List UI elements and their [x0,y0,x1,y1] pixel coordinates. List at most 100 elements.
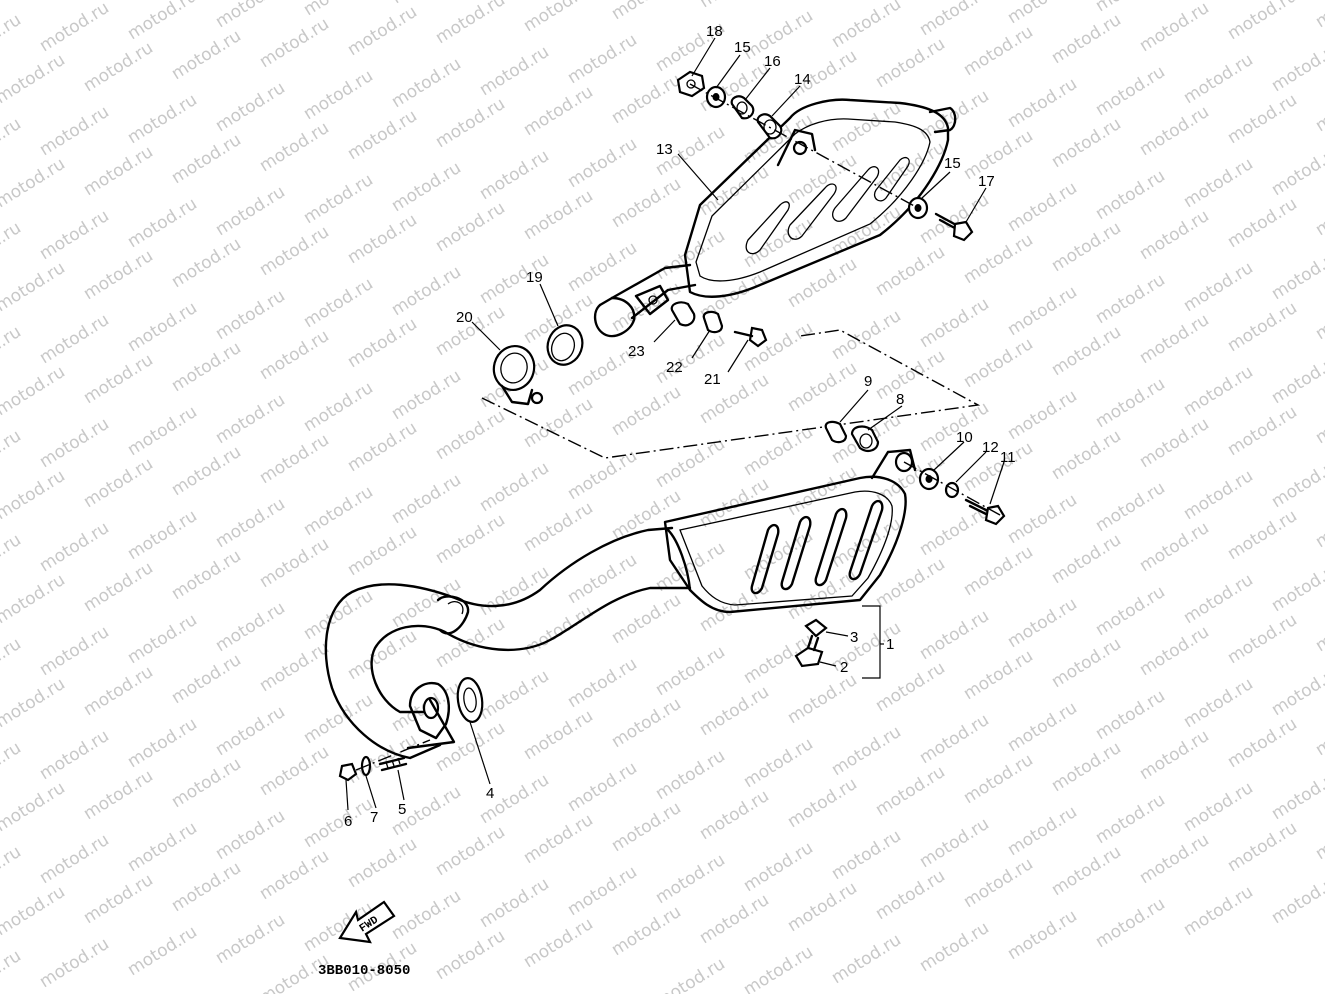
watermark-text: motod.ru [1268,766,1325,824]
watermark-text: motod.ru [1180,466,1257,524]
watermark-text: motod.ru [916,0,993,40]
watermark-text: motod.ru [1224,298,1301,356]
watermark-text: motod.ru [476,458,553,516]
watermark-text: motod.ru [828,98,905,156]
watermark-text: motod.ru [300,690,377,748]
watermark-text: motod.ru [0,738,25,796]
watermark-text: motod.ru [124,0,201,44]
watermark-text: motod.ru [520,186,597,244]
watermark-text: motod.ru [872,554,949,612]
watermark-text: motod.ru [124,922,201,980]
watermark-text: motod.ru [608,70,685,128]
watermark-text: motod.ru [740,734,817,792]
watermark-text: motod.ru [960,750,1037,808]
watermark-text: motod.ru [36,206,113,264]
watermark-text: motod.ru [1268,246,1325,304]
watermark-text: motod.ru [1048,10,1125,68]
watermark-text: motod.ru [256,638,333,696]
watermark-text: motod.ru [476,666,553,724]
watermark-text: motod.ru [696,786,773,844]
watermark-text: motod.ru [1224,506,1301,564]
watermark-text: motod.ru [1092,62,1169,120]
watermark-text: motod.ru [432,198,509,256]
part-label-16: 16 [764,53,781,70]
watermark-text: motod.ru [960,646,1037,704]
watermark-text: motod.ru [168,26,245,84]
watermark-text: motod.ru [212,910,289,968]
watermark-text: motod.ru [36,830,113,888]
watermark-text: motod.ru [80,142,157,200]
watermark-text: motod.ru [828,930,905,988]
watermark-text: motod.ru [1004,0,1081,28]
watermark-text: motod.ru [872,346,949,404]
watermark-text: motod.ru [652,954,729,994]
watermark-text: motod.ru [1224,818,1301,876]
watermark-text: motod.ru [388,158,465,216]
watermark-text: motod.ru [1048,114,1125,172]
watermark-text: motod.ru [828,826,905,884]
watermark-text: motod.ru [1224,90,1301,148]
watermark-text: motod.ru [0,634,25,692]
watermark-text: motod.ru [0,50,69,108]
watermark-text: motod.ru [0,322,25,380]
watermark-text: motod.ru [784,150,861,208]
part-label-3: 3 [850,629,858,646]
watermark-text: motod.ru [1004,802,1081,860]
watermark-text: motod.ru [1268,142,1325,200]
watermark-text: motod.ru [1048,738,1125,796]
watermark-text: motod.ru [432,94,509,152]
watermark-text: motod.ru [1268,558,1325,616]
watermark-text: motod.ru [1092,166,1169,224]
watermark-text: motod.ru [1180,882,1257,940]
watermark-text: motod.ru [256,14,333,72]
watermark-text: motod.ru [0,362,69,420]
part-label-6: 6 [344,813,352,830]
watermark-text: motod.ru [300,66,377,124]
watermark-text: motod.ru [1092,790,1169,848]
watermark-text: motod.ru [1092,270,1169,328]
watermark-text: motod.ru [1312,0,1325,32]
watermark-text: motod.ru [1048,530,1125,588]
watermark-text: motod.ru [520,0,597,36]
watermark-text: motod.ru [300,274,377,332]
watermark-text: motod.ru [564,134,641,192]
watermark-text: motod.ru [916,814,993,872]
watermark-text: motod.ru [872,762,949,820]
lower-hardware [338,420,1006,782]
watermark-text: motod.ru [80,246,157,304]
watermark-text: motod.ru [0,466,69,524]
watermark-text: motod.ru [784,254,861,312]
watermark-text: motod.ru [784,774,861,832]
watermark-text: motod.ru [256,742,333,800]
watermark-text: motod.ru [1312,182,1325,240]
watermark-text: motod.ru [300,482,377,540]
watermark-text: motod.ru [1224,610,1301,668]
watermark-text: motod.ru [1004,386,1081,444]
watermark-text: motod.ru [872,242,949,300]
watermark-text: motod.ru [1004,594,1081,652]
watermark-text: motod.ru [0,154,69,212]
watermark-text: motod.ru [784,462,861,520]
watermark-text: motod.ru [256,430,333,488]
watermark-text: motod.ru [36,934,113,992]
watermark-text: motod.ru [1312,598,1325,656]
watermark-text: motod.ru [36,0,113,56]
watermark-text: motod.ru [124,610,201,668]
watermark-text: motod.ru [168,234,245,292]
watermark-text: motod.ru [1268,350,1325,408]
watermark-text: motod.ru [652,746,729,804]
watermark-text: motod.ru [0,530,25,588]
watermark-text: motod.ru [696,682,773,740]
watermark-text: motod.ru [916,190,993,248]
watermark-text: motod.ru [80,454,157,512]
part-label-15: 15 [734,39,751,56]
part-label-15-right: 15 [944,155,961,172]
upper-hardware [492,70,974,406]
watermark-text: motod.ru [124,506,201,564]
fwd-arrow-icon: FWD [338,900,396,944]
watermark-text: motod.ru [1180,258,1257,316]
group-outline [481,329,981,459]
watermark-text: motod.ru [1004,698,1081,756]
watermark-text: motod.ru [256,846,333,904]
